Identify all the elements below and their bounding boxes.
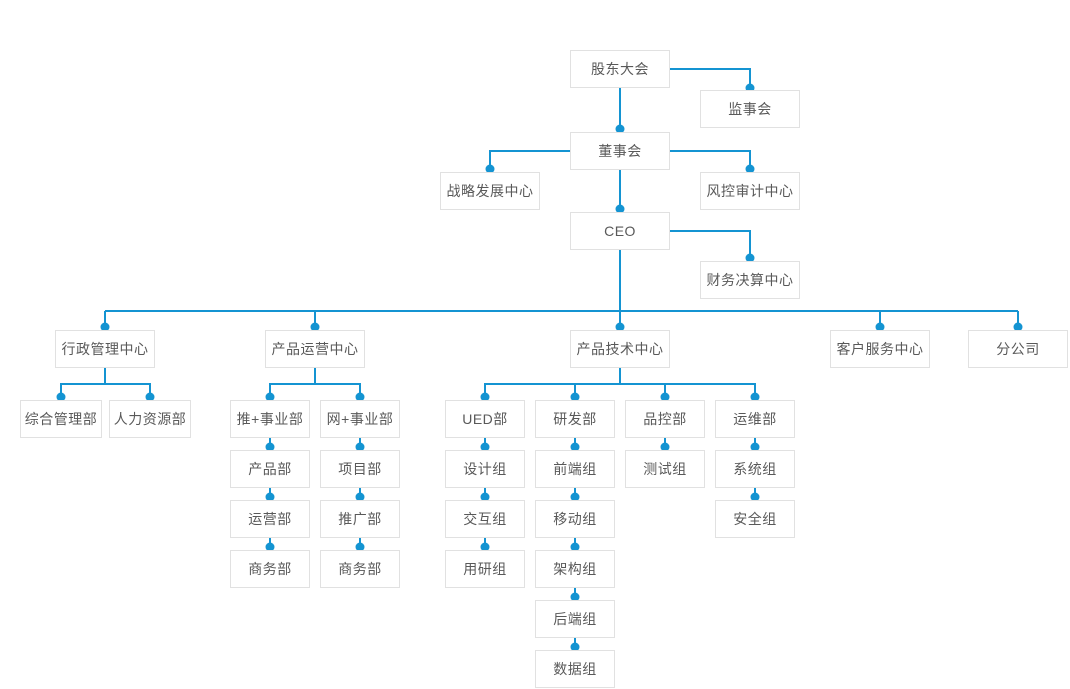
connector-dots <box>56 83 1023 652</box>
node-user-research-team: 用研组 <box>445 550 525 588</box>
node-project-dept: 项目部 <box>320 450 400 488</box>
node-shareholders-meeting: 股东大会 <box>570 50 670 88</box>
node-testing-team: 测试组 <box>625 450 705 488</box>
node-product-dept: 产品部 <box>230 450 310 488</box>
node-system-team: 系统组 <box>715 450 795 488</box>
node-tui-business-dept: 推+事业部 <box>230 400 310 438</box>
node-ops-maint-dept: 运维部 <box>715 400 795 438</box>
node-rd-dept: 研发部 <box>535 400 615 438</box>
node-mobile-team: 移动组 <box>535 500 615 538</box>
node-product-ops-center: 产品运营中心 <box>265 330 365 368</box>
node-branch-company: 分公司 <box>968 330 1068 368</box>
node-risk-audit-center: 风控审计中心 <box>700 172 800 210</box>
node-finance-center: 财务决算中心 <box>700 261 800 299</box>
node-hr-dept: 人力资源部 <box>109 400 191 438</box>
node-ued-dept: UED部 <box>445 400 525 438</box>
node-product-tech-center: 产品技术中心 <box>570 330 670 368</box>
node-architecture-team: 架构组 <box>535 550 615 588</box>
node-promotion-dept: 推广部 <box>320 500 400 538</box>
node-ceo: CEO <box>570 212 670 250</box>
node-business-dept-tui: 商务部 <box>230 550 310 588</box>
node-data-team: 数据组 <box>535 650 615 688</box>
node-board-of-directors: 董事会 <box>570 132 670 170</box>
node-business-dept-wang: 商务部 <box>320 550 400 588</box>
node-interaction-team: 交互组 <box>445 500 525 538</box>
node-qc-dept: 品控部 <box>625 400 705 438</box>
node-strategy-center: 战略发展中心 <box>440 172 540 210</box>
node-supervisory-board: 监事会 <box>700 90 800 128</box>
node-wang-business-dept: 网+事业部 <box>320 400 400 438</box>
node-admin-center: 行政管理中心 <box>55 330 155 368</box>
node-frontend-team: 前端组 <box>535 450 615 488</box>
node-security-team: 安全组 <box>715 500 795 538</box>
node-general-admin-dept: 综合管理部 <box>20 400 102 438</box>
node-design-team: 设计组 <box>445 450 525 488</box>
node-customer-service-center: 客户服务中心 <box>830 330 930 368</box>
node-backend-team: 后端组 <box>535 600 615 638</box>
node-operation-dept: 运营部 <box>230 500 310 538</box>
